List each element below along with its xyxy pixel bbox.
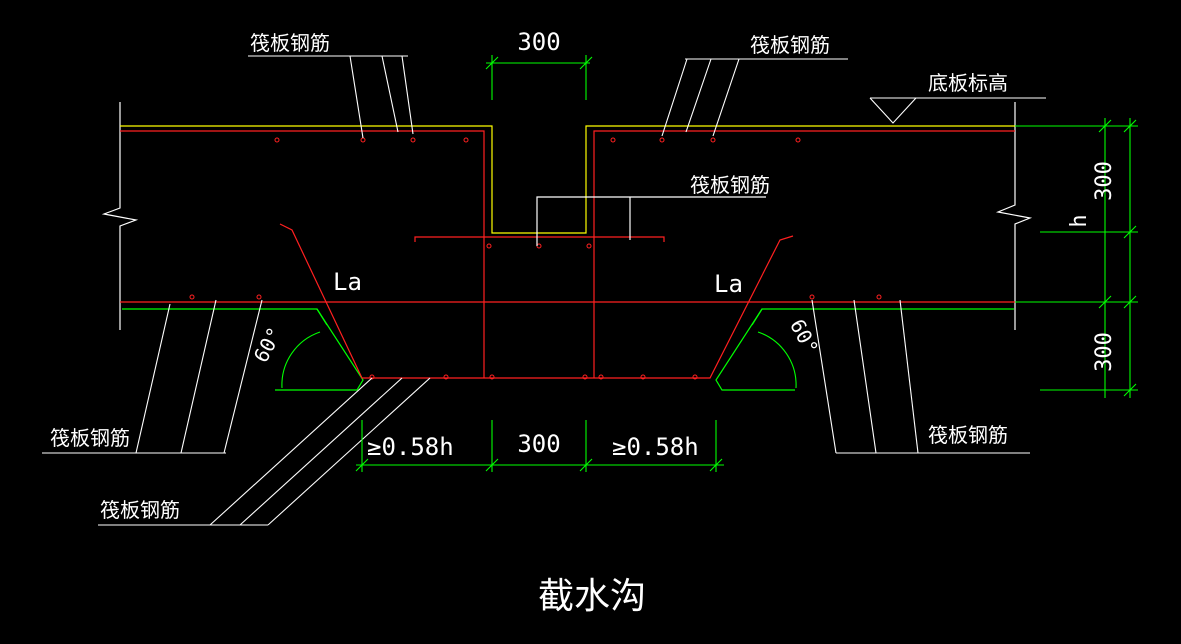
right-lower-dimension: 300: [1092, 332, 1117, 372]
angle-label-right: 60°: [785, 315, 823, 358]
cover-lines: [122, 308, 1014, 391]
bottom-side-dimension-left: ≥0.58h: [367, 433, 454, 461]
angle-arcs: [281, 331, 797, 389]
drawing-title: 截水沟: [538, 576, 646, 617]
rebar-yellow: [120, 125, 1015, 234]
raft-rebar-label-center: 筏板钢筋: [690, 173, 770, 197]
anchorage-label-right: La: [714, 270, 743, 298]
raft-rebar-label-bottom-right: 筏板钢筋: [928, 423, 1008, 447]
raft-rebar-label-bottom-left: 筏板钢筋: [50, 426, 130, 450]
concrete-outline: [101, 102, 1033, 330]
dimension-lines: [355, 55, 1138, 472]
rebar-red: [120, 130, 1015, 379]
depth-label: h: [1067, 214, 1092, 227]
bottom-side-dimension-right: ≥0.58h: [612, 433, 699, 461]
raft-rebar-label-top-right: 筏板钢筋: [750, 33, 830, 57]
bottom-elevation-label: 底板标高: [928, 71, 1008, 95]
right-upper-dimension: 300: [1092, 161, 1117, 201]
bottom-width-dimension: 300: [517, 430, 560, 458]
center-callout: [536, 196, 766, 246]
raft-rebar-label-bottom-left-2: 筏板钢筋: [100, 498, 180, 522]
anchorage-label-left: La: [333, 268, 362, 296]
top-width-dimension: 300: [517, 28, 560, 56]
raft-rebar-label-top-left: 筏板钢筋: [250, 31, 330, 55]
leader-lines: [42, 55, 1046, 526]
